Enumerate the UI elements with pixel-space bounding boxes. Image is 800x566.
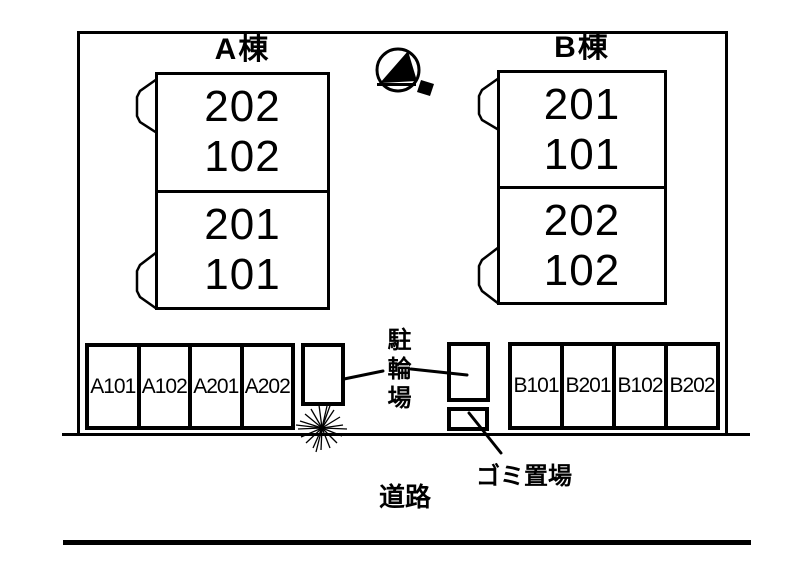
unit-number: 102: [204, 132, 281, 182]
unit-number: 201: [543, 79, 621, 129]
bicycle-area-label: 駐輪場: [383, 327, 410, 414]
bicycle-area-right: [447, 342, 490, 402]
building-b-label: B棟: [554, 31, 610, 64]
unit-number: 202: [543, 195, 621, 245]
unit-number: 101: [204, 249, 281, 299]
road-edge-line: [63, 540, 751, 545]
building-a-lower-block: 201 101: [158, 189, 327, 308]
building-a-label: A棟: [214, 33, 271, 66]
building-a: 202 102 201 101: [155, 72, 330, 310]
parking-space-b102: B102: [612, 346, 664, 426]
unit-number: 202: [204, 82, 281, 132]
parking-block-a: A101 A102 A201 A202: [85, 343, 295, 430]
unit-number: 102: [543, 245, 621, 295]
unit-number: 101: [543, 129, 621, 179]
road-label: 道路: [379, 482, 432, 512]
frontage-line: [62, 433, 750, 436]
building-a-upper-block: 202 102: [158, 75, 327, 190]
garbage-area-label: ゴミ置場: [476, 463, 572, 490]
building-b: 201 101 202 102: [497, 70, 667, 305]
garbage-area: [447, 407, 489, 431]
parking-space-b202: B202: [664, 346, 716, 426]
bicycle-area-left: [301, 343, 345, 406]
building-b-upper-block: 201 101: [500, 73, 664, 186]
building-b-lower-block: 202 102: [500, 186, 664, 302]
parking-space-a102: A102: [136, 347, 189, 426]
parking-space-b201: B201: [560, 346, 612, 426]
parking-space-a201: A201: [188, 347, 240, 426]
site-boundary: [77, 31, 728, 435]
parking-space-b101: B101: [513, 374, 559, 397]
parking-space-a202: A202: [239, 347, 292, 426]
unit-number: 201: [204, 199, 281, 249]
parking-space-a101: A101: [90, 374, 136, 398]
parking-block-b: B101 B201 B102 B202: [508, 342, 720, 430]
